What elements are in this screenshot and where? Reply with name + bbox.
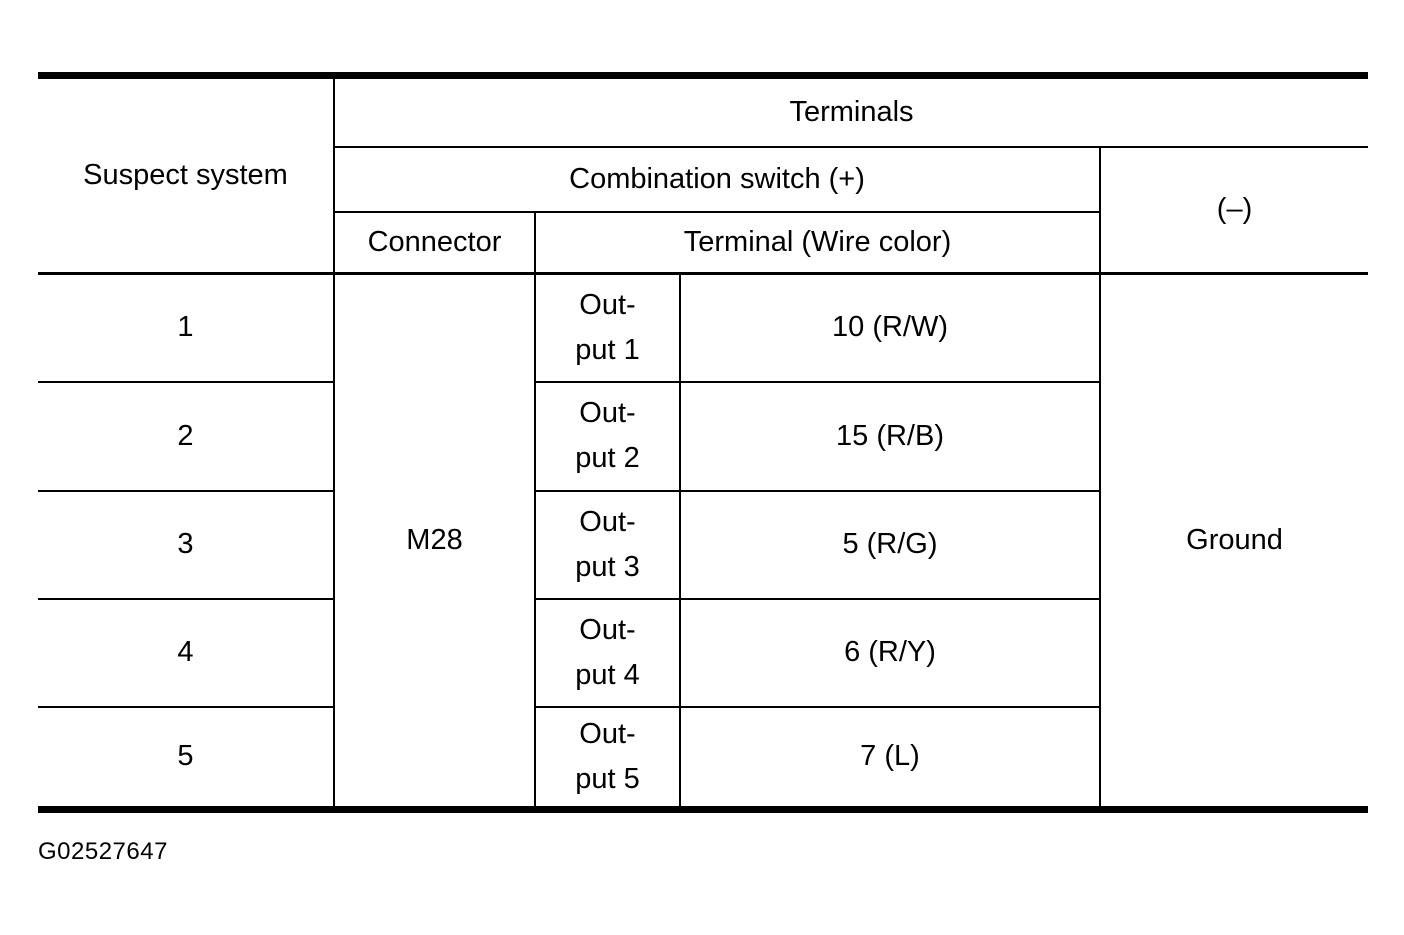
output-cell: Out- put 5 [534,705,681,811]
output-cell: Out- put 2 [534,380,681,492]
suspect-system-cell: 4 [38,597,335,708]
table-row-1: 1 M28 Out- put 1 10 (R/W) Ground [38,272,1369,811]
wire-color-cell: 10 (R/W) [679,272,1101,383]
terminals-table: Suspect system Terminals Combination swi… [38,72,1369,813]
wire-color-cell: 7 (L) [679,705,1101,811]
ground-cell: Ground [1098,272,1369,811]
header-terminal-wire-color: Terminal (Wire color) [534,210,1101,275]
output-cell: Out- put 1 [534,272,681,383]
header-row-3: Connector Terminal (Wire color) [38,210,1368,275]
suspect-system-cell: 2 [38,380,335,492]
wire-color-cell: 6 (R/Y) [679,597,1101,708]
connector-cell: M28 [333,272,536,811]
table-row-2: 2 Out- put 2 15 (R/B) [38,380,1368,492]
header-row-1: Suspect system Terminals [38,74,1369,275]
header-connector: Connector [333,210,536,275]
suspect-system-cell: 1 [38,272,335,383]
figure-id-label: G02527647 [38,838,168,865]
header-negative: (–) [1098,145,1369,275]
output-cell: Out- put 4 [534,597,681,708]
table-row-5: 5 Out- put 5 7 (L) [38,705,1368,811]
header-row-2: Combination switch (+) (–) [38,145,1369,275]
header-terminals: Terminals [332,74,1369,148]
wire-color-cell: 15 (R/B) [679,380,1101,492]
output-cell: Out- put 3 [534,489,681,600]
terminals-table-container: Suspect system Terminals Combination swi… [38,72,1369,813]
suspect-system-cell: 5 [38,705,335,811]
wire-color-cell: 5 (R/G) [679,489,1101,600]
table-row-4: 4 Out- put 4 6 (R/Y) [38,597,1368,708]
header-suspect-system: Suspect system [38,74,335,275]
header-combination-switch: Combination switch (+) [333,145,1101,213]
table-row-3: 3 Out- put 3 5 (R/G) [38,489,1368,600]
suspect-system-cell: 3 [38,489,335,600]
